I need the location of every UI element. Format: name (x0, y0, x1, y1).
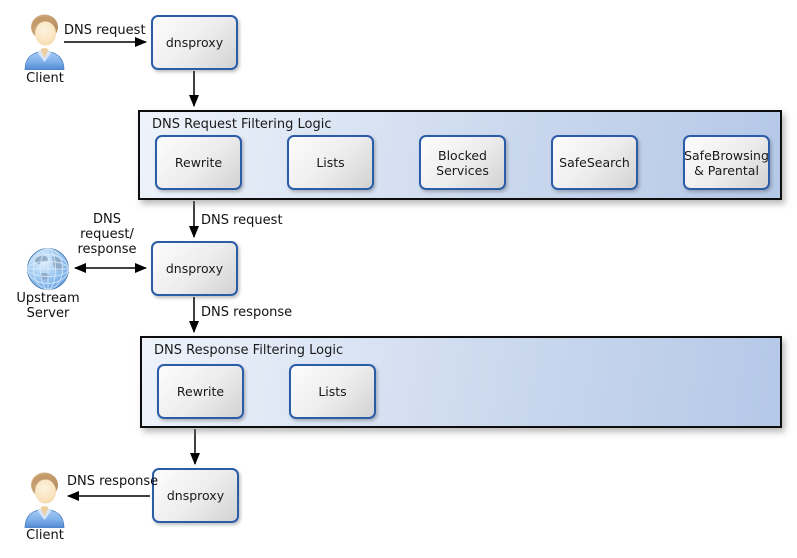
step-safebrowsing-parental-label: SafeBrowsing & Parental (684, 147, 769, 178)
dnsproxy-bottom-label: dnsproxy (166, 488, 225, 503)
dnsproxy-middle-node: dnsproxy (151, 241, 238, 296)
dnsproxy-middle-label: dnsproxy (165, 261, 224, 276)
edge-label-upstream-response: DNS response (201, 305, 293, 320)
client-person-icon-bottom (23, 470, 67, 528)
step-safesearch-label: SafeSearch (559, 155, 630, 170)
edge-label-client-request: DNS request (64, 23, 146, 38)
edge-label-filtered-request: DNS request (201, 213, 283, 228)
dns-response-filtering-container: DNS Response Filtering Logic Rewrite Lis… (140, 336, 782, 428)
step-rewrite-request: Rewrite (155, 135, 242, 190)
step-rewrite-response: Rewrite (157, 364, 244, 419)
dnsproxy-bottom-node: dnsproxy (152, 468, 239, 523)
client-bottom-label: Client (26, 528, 64, 543)
step-blocked-services-label: Blocked Services (436, 147, 489, 178)
step-rewrite-response-label: Rewrite (176, 384, 225, 399)
step-safesearch: SafeSearch (551, 135, 638, 190)
edge-label-upstream-exchange: DNS request/ response (77, 212, 137, 257)
dns-request-filtering-container: DNS Request Filtering Logic Rewrite List… (138, 110, 782, 200)
step-lists-request-label: Lists (316, 155, 345, 170)
step-safebrowsing-parental: SafeBrowsing & Parental (683, 135, 770, 190)
client-person-icon (23, 12, 67, 70)
step-rewrite-request-label: Rewrite (174, 155, 223, 170)
dnsproxy-top-label: dnsproxy (165, 35, 224, 50)
dns-response-filtering-title: DNS Response Filtering Logic (154, 343, 344, 358)
step-lists-response: Lists (289, 364, 376, 419)
client-top-label: Client (26, 71, 64, 86)
upstream-server-label: Upstream Server (16, 291, 80, 321)
step-blocked-services: Blocked Services (419, 135, 506, 190)
step-lists-response-label: Lists (318, 384, 347, 399)
step-lists-request: Lists (287, 135, 374, 190)
edge-label-client-response: DNS response (67, 474, 159, 489)
globe-icon (26, 247, 70, 291)
dnsproxy-top-node: dnsproxy (151, 15, 238, 70)
dns-request-filtering-title: DNS Request Filtering Logic (152, 117, 332, 132)
